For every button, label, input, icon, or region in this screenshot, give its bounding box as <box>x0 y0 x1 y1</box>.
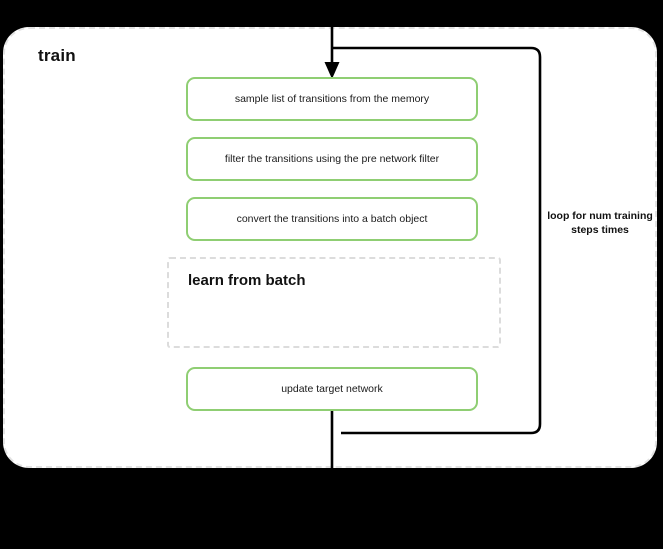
step-label: update target network <box>281 382 383 395</box>
loop-annotation-label: loop for num training steps times <box>547 210 653 236</box>
step-label: sample list of transitions from the memo… <box>234 92 430 105</box>
subprocess-label: learn from batch <box>188 272 306 289</box>
page-title: train <box>38 46 76 65</box>
step-box-convert[interactable]: convert the transitions into a batch obj… <box>186 197 478 241</box>
step-box-sample[interactable]: sample list of transitions from the memo… <box>186 77 478 121</box>
subprocess-learn-from-batch[interactable]: learn from batch <box>167 257 501 348</box>
step-label: filter the transitions using the pre net… <box>224 152 440 165</box>
step-box-filter[interactable]: filter the transitions using the pre net… <box>186 137 478 181</box>
step-label: convert the transitions into a batch obj… <box>236 212 428 225</box>
step-box-update-target-network[interactable]: update target network <box>186 367 478 411</box>
